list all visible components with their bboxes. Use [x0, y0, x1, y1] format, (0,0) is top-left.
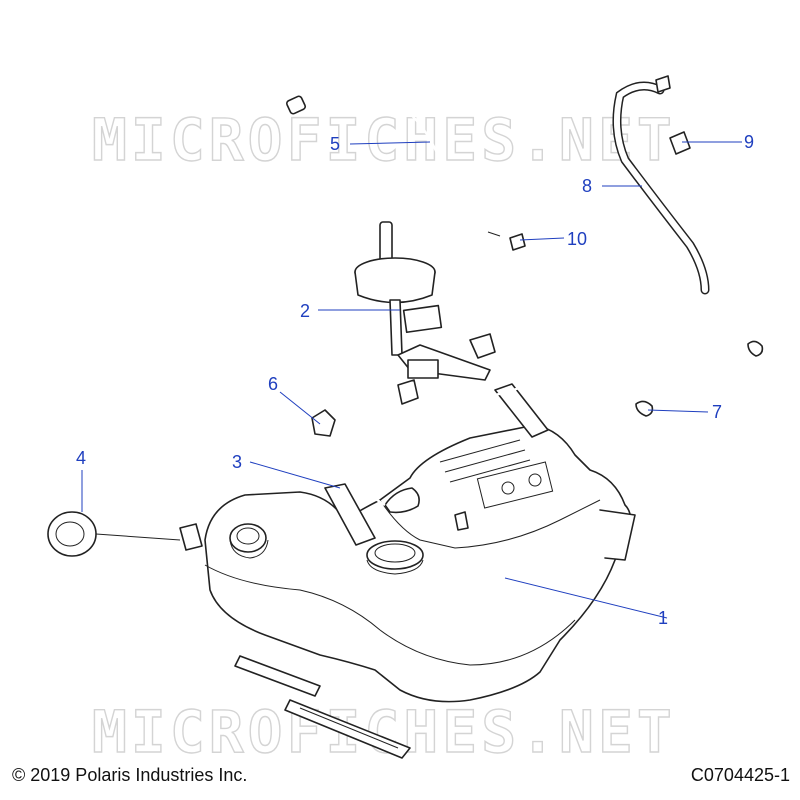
fuel-pump: [354, 221, 496, 405]
hose-clamp-1: [747, 340, 764, 357]
callout-8: 8: [582, 176, 592, 196]
fuel-tank: [204, 424, 636, 703]
vent-line: [285, 88, 550, 507]
fuel-cap: [47, 511, 203, 557]
callout-2: 2: [300, 301, 310, 321]
foam-strip-top: [494, 383, 549, 438]
watermark-bottom: MICROFICHES.NET: [92, 698, 676, 766]
copyright-text: © 2019 Polaris Industries Inc.: [12, 765, 248, 785]
foam-strip-3: [324, 483, 376, 546]
diagram-code: C0704425-1: [690, 765, 790, 785]
hose-fitting: [669, 131, 691, 155]
retainer-clip: [311, 409, 336, 437]
callout-3: 3: [232, 452, 242, 472]
callout-5: 5: [330, 134, 340, 154]
callout-9: 9: [744, 132, 754, 152]
vent-hose: [612, 75, 710, 295]
callout-1: 1: [658, 608, 668, 628]
watermark-top: MICROFICHES.NET: [92, 106, 676, 174]
hose-clamp-2: [635, 400, 654, 417]
foam-strip-lower-1: [234, 655, 321, 697]
callout-4: 4: [76, 448, 86, 468]
callout-6: 6: [268, 374, 278, 394]
callout-7: 7: [712, 402, 722, 422]
callout-10: 10: [567, 229, 587, 249]
wire-connector: [509, 233, 526, 251]
